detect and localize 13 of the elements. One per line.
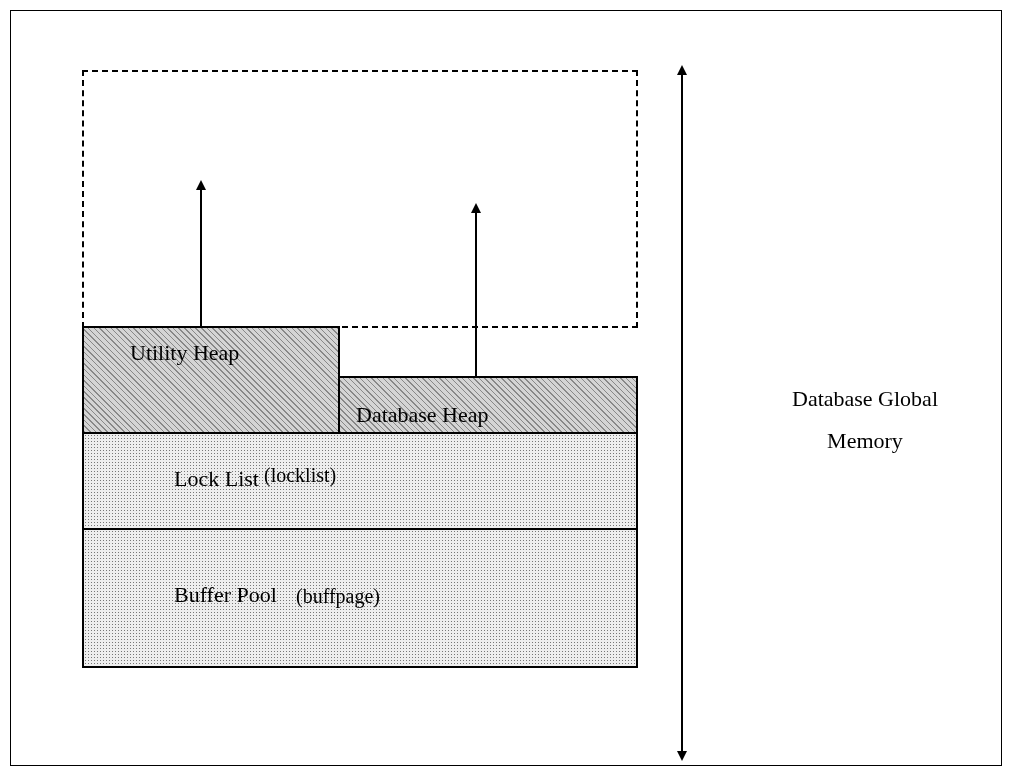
block-label: Utility Heap xyxy=(130,340,240,366)
block-label: Lock List xyxy=(174,466,259,492)
block-label: Buffer Pool xyxy=(174,582,277,608)
parameter-name: (buffpage) xyxy=(296,585,381,608)
memory-label: Database Global Memory xyxy=(791,385,939,455)
growth-arrow xyxy=(196,180,206,327)
memory-block xyxy=(82,528,638,668)
block-label: Database Heap xyxy=(356,402,489,428)
memory-block xyxy=(338,376,638,434)
growth-arrow xyxy=(471,203,481,377)
memory-block xyxy=(82,326,340,434)
parameter-name: (locklist) xyxy=(264,464,337,487)
memory-block xyxy=(82,432,638,530)
